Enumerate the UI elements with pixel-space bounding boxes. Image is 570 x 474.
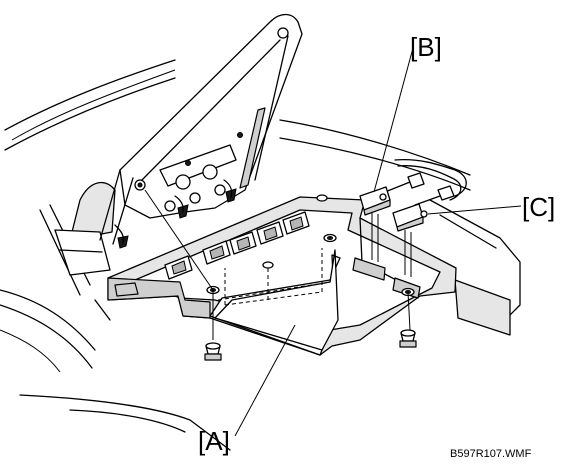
hinge-bracket — [39, 181, 116, 296]
sensors — [359, 159, 467, 232]
sensor-bracket-plate — [107, 196, 457, 356]
screws — [204, 329, 417, 361]
callout-label-a: [A] — [198, 426, 230, 456]
figure-id: B597R107.WMF — [450, 448, 532, 460]
leader-lines — [234, 47, 522, 437]
explode-lines — [144, 189, 412, 340]
plate-windows — [164, 211, 310, 280]
cover-clips — [114, 179, 237, 249]
raised-cover — [99, 13, 303, 245]
callout-label-b: [B] — [410, 32, 442, 62]
machine-body — [0, 59, 521, 451]
callout-label-c: [C] — [522, 192, 556, 222]
